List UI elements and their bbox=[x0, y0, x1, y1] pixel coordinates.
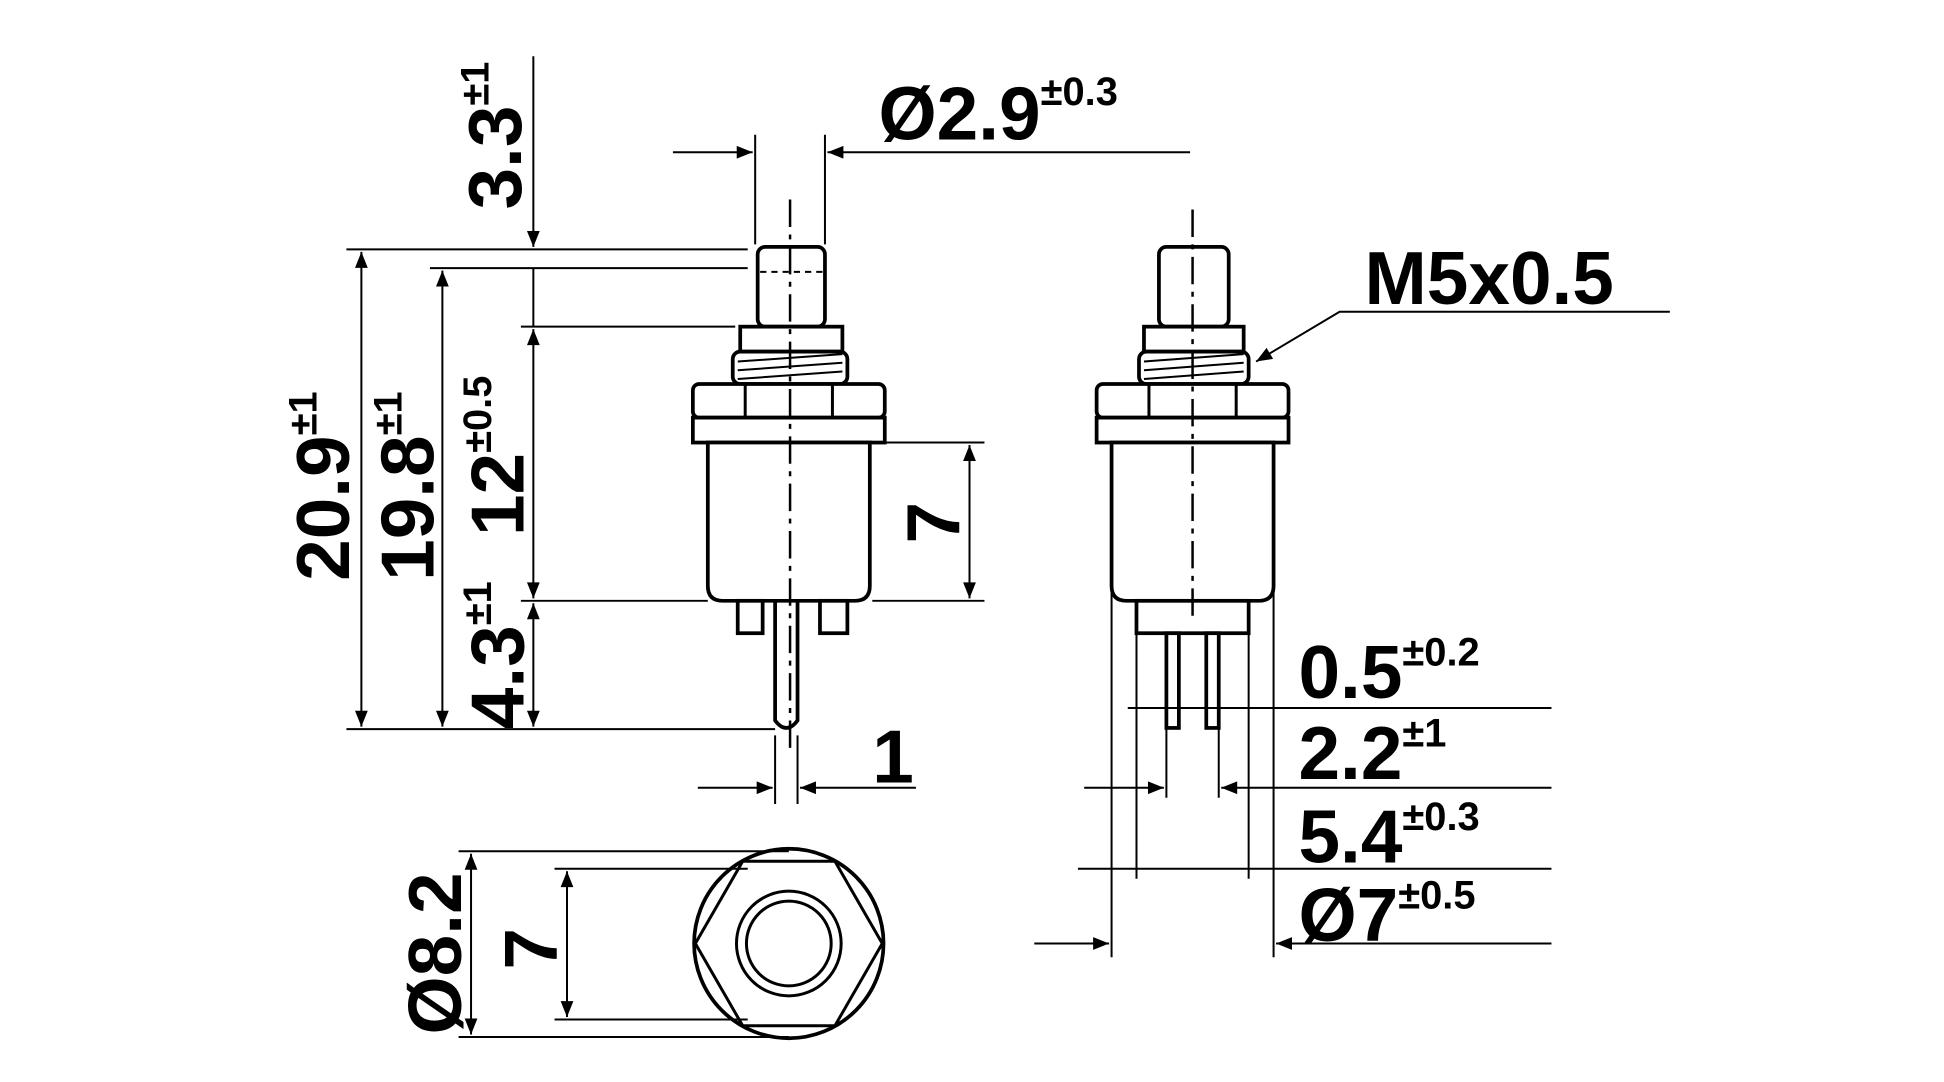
label-pin-spacing: 2.2±1 bbox=[1298, 711, 1446, 795]
label-thread: M5x0.5 bbox=[1365, 236, 1614, 320]
label-plunger-travel: 3.3±1 bbox=[453, 62, 537, 210]
bottom-view bbox=[692, 846, 886, 1041]
label-terminal-length: 4.3±1 bbox=[455, 581, 539, 729]
side-view-left bbox=[690, 199, 887, 748]
label-base-width: 5.4±0.3 bbox=[1298, 795, 1479, 879]
dimension-lines bbox=[346, 56, 1670, 1038]
label-total-height: 20.9±1 bbox=[281, 391, 365, 581]
label-body-diameter: Ø7±0.5 bbox=[1298, 873, 1475, 957]
label-thread-length: 12±0.5 bbox=[455, 376, 539, 536]
label-pin-thickness: 0.5±0.2 bbox=[1298, 630, 1479, 714]
side-view-right bbox=[1094, 209, 1291, 730]
label-nut-diameter: Ø8.2 bbox=[393, 872, 477, 1034]
label-step-height: 19.8±1 bbox=[366, 391, 450, 581]
label-plunger-diameter: Ø2.9±0.3 bbox=[879, 70, 1118, 156]
label-nut-flats: 7 bbox=[489, 928, 573, 970]
label-pin-width: 1 bbox=[872, 715, 914, 799]
dimension-labels: Ø2.9±0.3 3.3±1 20.9±1 19.8±1 12±0.5 4.3±… bbox=[281, 62, 1614, 1035]
label-body-height: 7 bbox=[892, 502, 976, 544]
